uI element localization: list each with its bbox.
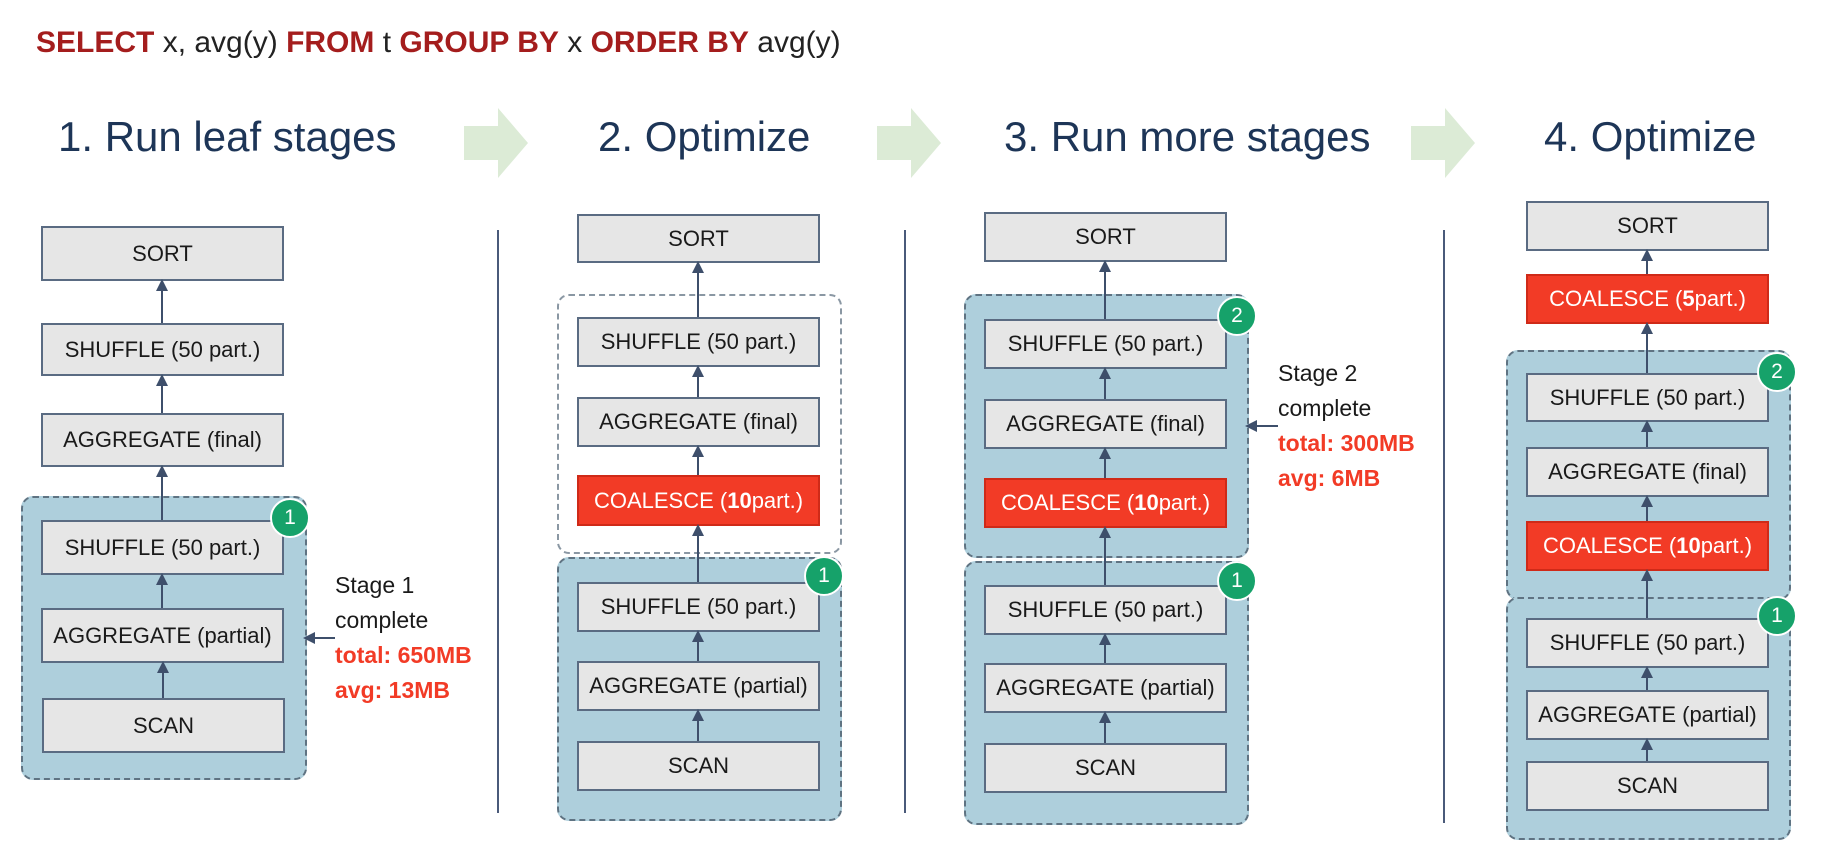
step-2-title: 2. Optimize <box>598 113 811 160</box>
stage-badge: 2 <box>1217 296 1257 336</box>
stage-1-annotation: Stage 1 complete total: 650MB avg: 13MB <box>335 568 472 708</box>
column-separator <box>1443 230 1445 823</box>
column-separator <box>497 230 499 813</box>
annotation-line: Stage 1 <box>335 572 415 598</box>
pending-stage-group <box>557 294 842 554</box>
select-expression: x, avg(y) <box>154 26 287 59</box>
scan-node: SCAN <box>984 743 1227 793</box>
step-arrow-icon <box>1411 108 1475 178</box>
keyword-order-by: ORDER BY <box>590 26 749 59</box>
aggregate-final-node: AGGREGATE (final) <box>1526 447 1769 497</box>
step-arrow-icon <box>464 108 528 178</box>
aggregate-partial-node: AGGREGATE (partial) <box>984 663 1227 713</box>
stage-2-annotation: Stage 2 complete total: 300MB avg: 6MB <box>1278 356 1415 496</box>
annotation-total: total: 650MB <box>335 642 472 668</box>
keyword-select: SELECT <box>36 26 155 59</box>
step-3-title: 3. Run more stages <box>1004 113 1371 160</box>
shuffle-node: SHUFFLE (50 part.) <box>41 323 284 376</box>
coalesce-text: part.) <box>1700 533 1753 558</box>
scan-node: SCAN <box>577 741 820 791</box>
order-expression: avg(y) <box>748 26 841 59</box>
keyword-group-by: GROUP BY <box>399 26 559 59</box>
coalesce-count: 10 <box>1134 490 1159 515</box>
coalesce-node: COALESCE (10 part.) <box>1526 521 1769 571</box>
shuffle-node: SHUFFLE (50 part.) <box>984 319 1227 369</box>
scan-node: SCAN <box>42 698 285 753</box>
aggregate-final-node: AGGREGATE (final) <box>41 413 284 467</box>
stage-badge: 2 <box>1757 352 1797 392</box>
aggregate-final-node: AGGREGATE (final) <box>577 397 820 447</box>
coalesce-text: COALESCE ( <box>1542 533 1677 558</box>
shuffle-node: SHUFFLE (50 part.) <box>984 585 1227 635</box>
shuffle-node: SHUFFLE (50 part.) <box>577 317 820 367</box>
stage-badge: 1 <box>270 498 310 538</box>
annotation-line: complete <box>1278 395 1372 421</box>
sort-node: SORT <box>577 214 820 263</box>
coalesce-text: part.) <box>1158 490 1211 515</box>
stage-badge: 1 <box>804 556 844 596</box>
coalesce-node: COALESCE (10 part.) <box>984 478 1227 528</box>
annotation-avg: avg: 6MB <box>1278 465 1381 491</box>
keyword-from: FROM <box>286 26 375 59</box>
step-arrow-icon <box>877 108 941 178</box>
from-expression: t <box>374 26 400 59</box>
annotation-line: complete <box>335 607 429 633</box>
step-4-title: 4. Optimize <box>1544 113 1757 160</box>
coalesce-node: COALESCE (5 part.) <box>1526 274 1769 324</box>
step-1-title: 1. Run leaf stages <box>58 113 397 160</box>
sql-query: SELECT x, avg(y) FROM t GROUP BY x ORDER… <box>36 26 841 60</box>
coalesce-text: part.) <box>751 487 804 513</box>
coalesce-count: 10 <box>1676 533 1701 558</box>
stage-badge: 1 <box>1217 561 1257 601</box>
annotation-total: total: 300MB <box>1278 430 1415 456</box>
sort-node: SORT <box>41 226 284 281</box>
scan-node: SCAN <box>1526 761 1769 811</box>
coalesce-count: 10 <box>727 487 752 513</box>
coalesce-text: COALESCE ( <box>593 487 728 513</box>
coalesce-text: part.) <box>1694 286 1746 311</box>
annotation-avg: avg: 13MB <box>335 677 451 703</box>
coalesce-text: COALESCE ( <box>1000 490 1135 515</box>
column-separator <box>904 230 906 813</box>
group-expression: x <box>558 26 591 59</box>
annotation-line: Stage 2 <box>1278 360 1358 386</box>
shuffle-node: SHUFFLE (50 part.) <box>41 520 284 575</box>
stage-badge: 1 <box>1757 596 1797 636</box>
aggregate-partial-node: AGGREGATE (partial) <box>41 608 284 663</box>
aggregate-partial-node: AGGREGATE (partial) <box>1526 690 1769 740</box>
shuffle-node: SHUFFLE (50 part.) <box>577 582 820 632</box>
coalesce-text: COALESCE ( <box>1549 286 1683 311</box>
sort-node: SORT <box>984 212 1227 262</box>
coalesce-count: 5 <box>1682 286 1695 311</box>
